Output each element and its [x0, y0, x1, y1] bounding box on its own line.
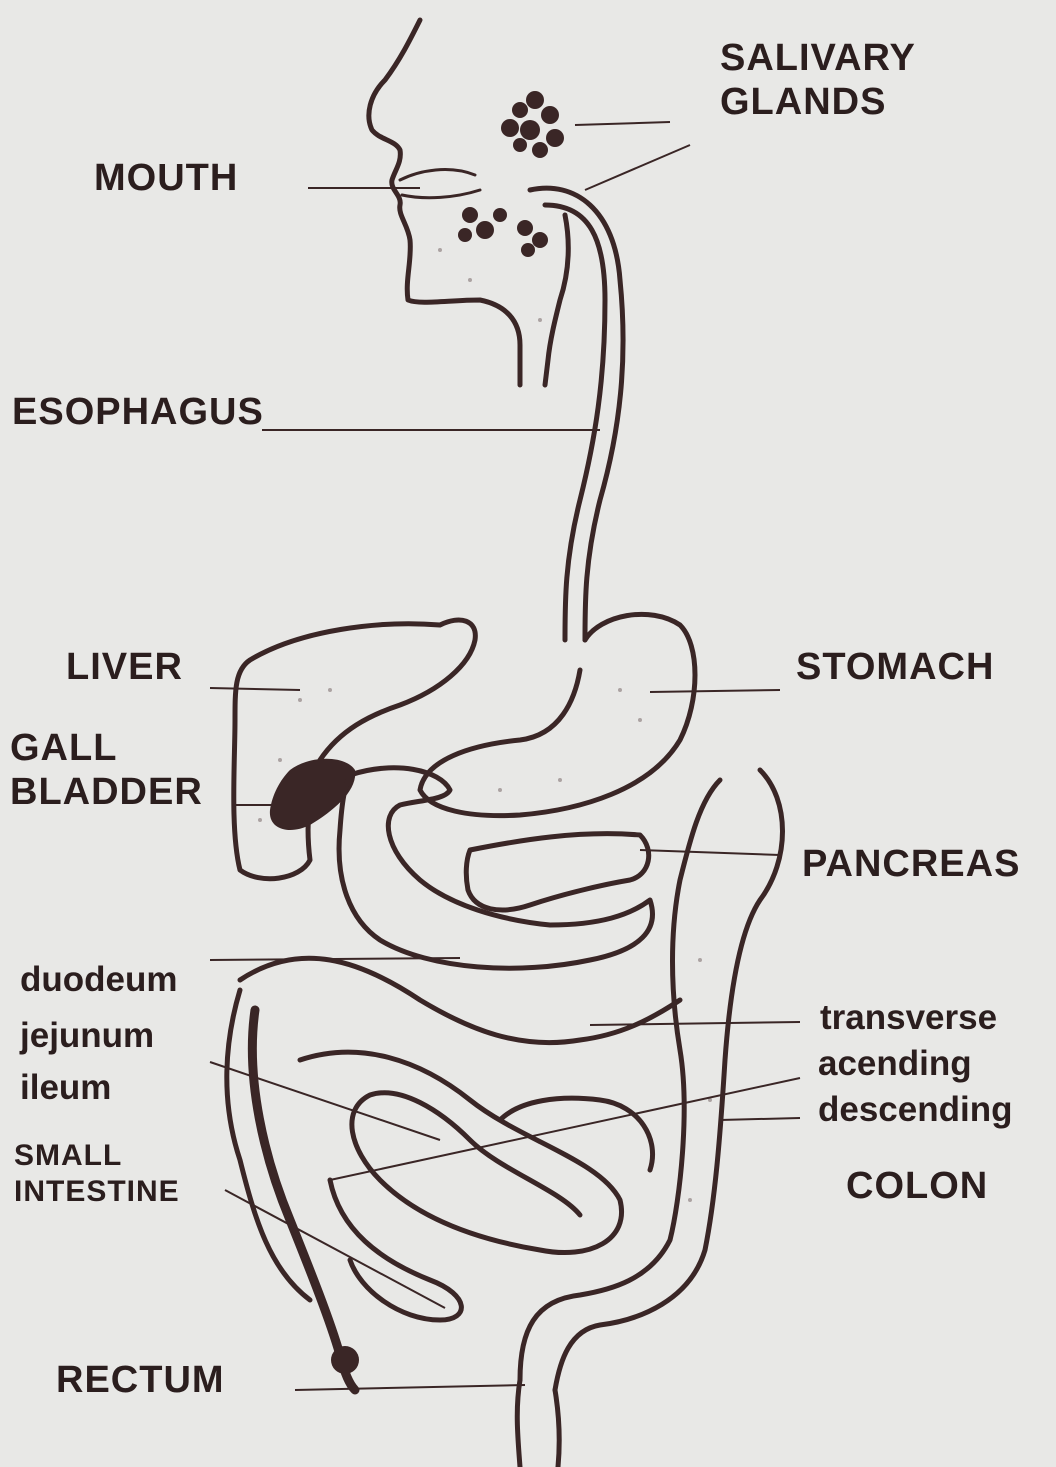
anal-canal	[517, 1380, 559, 1467]
label-stomach: STOMACH	[796, 645, 994, 689]
stomach-shape	[420, 614, 695, 815]
label-colon: COLON	[846, 1164, 988, 1208]
esophagus-tube	[530, 188, 623, 640]
label-transverse: transverse	[820, 998, 997, 1038]
label-pancreas: PANCREAS	[802, 842, 1020, 886]
label-mouth: MOUTH	[94, 156, 238, 200]
label-ileum: ileum	[20, 1068, 111, 1108]
rectum-band	[252, 1010, 355, 1390]
label-small-intestine: SMALL INTESTINE	[14, 1138, 180, 1210]
colon-outline	[520, 770, 783, 1390]
transverse-colon	[240, 958, 680, 1042]
label-acending: acending	[818, 1044, 972, 1084]
small-intestine-coils	[300, 1052, 653, 1320]
rectum-end	[331, 1346, 359, 1374]
label-esophagus: ESOPHAGUS	[12, 390, 264, 434]
label-salivary-glands: SALIVARY GLANDS	[720, 36, 916, 124]
liver-shape	[234, 620, 476, 879]
head-profile	[369, 20, 520, 385]
pancreas-shape	[466, 834, 648, 910]
label-jejunum: jejunum	[20, 1016, 154, 1056]
texture-speckles	[258, 248, 712, 1202]
head-back	[545, 215, 568, 385]
label-rectum: RECTUM	[56, 1358, 225, 1402]
label-duodeum: duodeum	[20, 960, 177, 1000]
label-liver: LIVER	[66, 645, 183, 689]
label-descending: descending	[818, 1090, 1012, 1130]
esophagus-tube-inner	[545, 205, 605, 640]
label-gall-bladder: GALL BLADDER	[10, 726, 203, 814]
mouth-lips	[400, 170, 480, 198]
